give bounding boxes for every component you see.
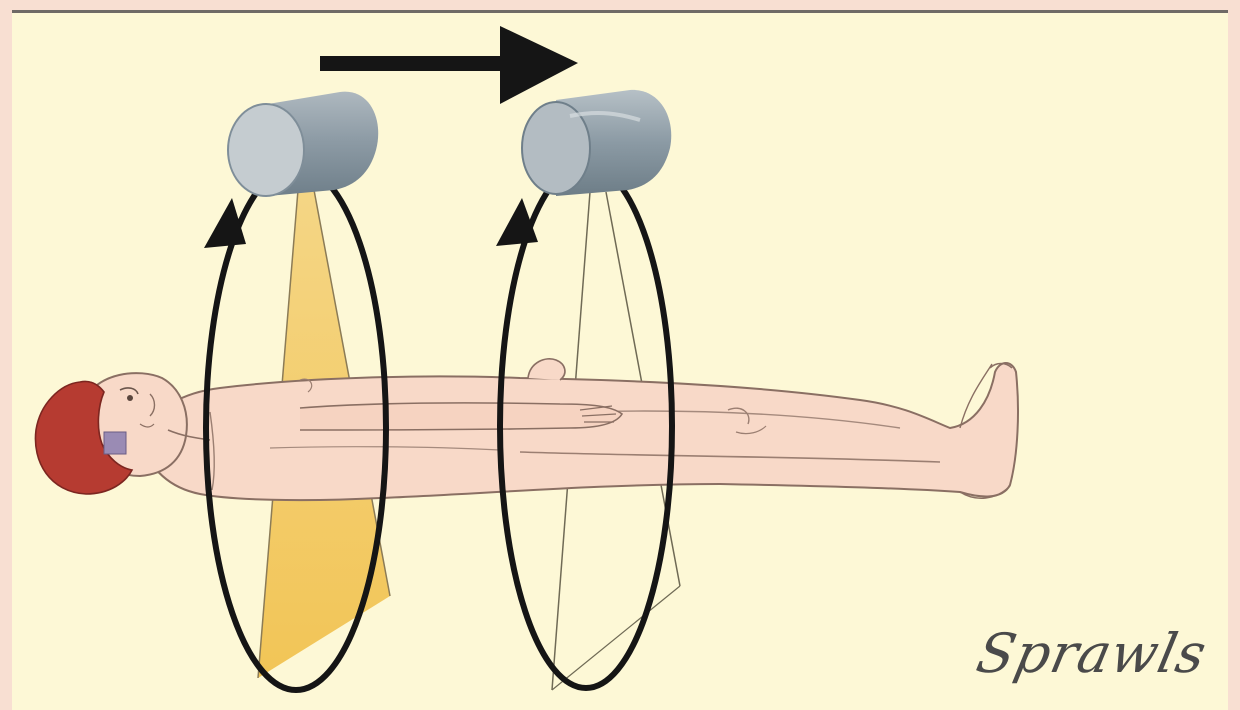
movement-arrow-icon <box>320 26 578 104</box>
xray-tube-right <box>522 90 671 196</box>
patient-body <box>140 359 1018 500</box>
author-signature: Sprawls <box>972 622 1213 685</box>
xray-tube-left <box>228 92 378 196</box>
